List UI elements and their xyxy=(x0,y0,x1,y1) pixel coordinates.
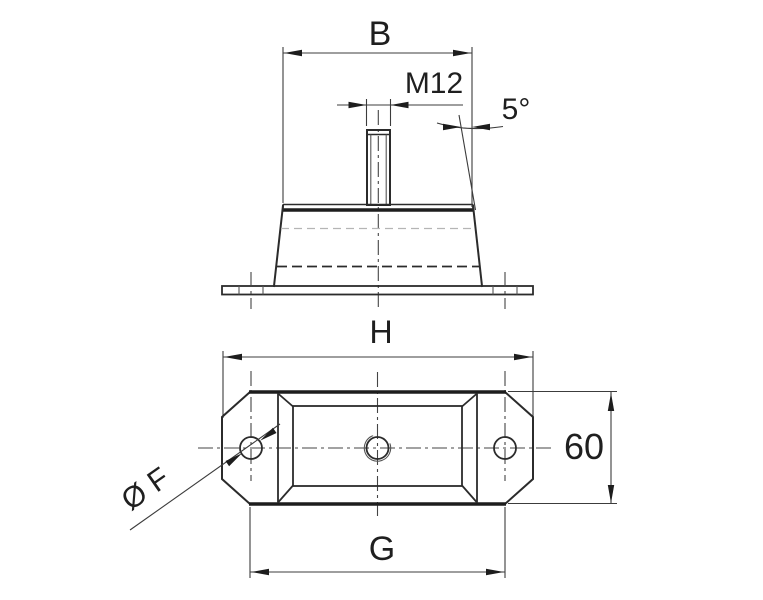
angle-reference-sloped xyxy=(458,114,477,211)
base-flange-side xyxy=(221,272,534,309)
arrowhead xyxy=(224,353,242,361)
arrowhead xyxy=(348,101,367,109)
side-view xyxy=(221,110,534,309)
arrowhead xyxy=(443,123,461,131)
leader-line xyxy=(129,423,281,531)
dimension-label-h: H xyxy=(369,314,392,350)
left-bolt-hole xyxy=(239,436,263,460)
dimension-g: G xyxy=(249,507,506,578)
center-threaded-hole xyxy=(365,436,390,460)
arrowhead xyxy=(390,101,409,109)
dimension-b: B xyxy=(282,15,473,207)
dimension-label-flange-width: 60 xyxy=(564,426,604,467)
arrowhead xyxy=(607,393,615,411)
arrowhead xyxy=(225,453,242,467)
dimension-h: H xyxy=(222,314,534,418)
dimension-label-hole-diameter: Ø F xyxy=(116,461,176,517)
dimension-label-angle: 5° xyxy=(502,93,531,126)
arrowhead xyxy=(453,49,471,57)
arrowhead xyxy=(260,427,277,441)
arrowhead xyxy=(251,568,269,576)
body-projection xyxy=(277,392,478,504)
angle-arc xyxy=(436,122,504,130)
arrowhead xyxy=(607,485,615,503)
right-bolt-hole xyxy=(493,436,517,460)
dimension-label-b: B xyxy=(369,15,392,53)
arrowhead xyxy=(486,568,504,576)
dimension-60: 60 xyxy=(508,390,617,505)
dimension-angle: 5° xyxy=(436,93,531,211)
arrowhead xyxy=(284,49,302,57)
conical-body xyxy=(272,204,484,288)
arrowhead xyxy=(514,353,532,361)
plan-view xyxy=(198,371,552,516)
dimension-hole-diameter: Ø F xyxy=(116,423,281,531)
dimension-thread-m12: M12 xyxy=(337,67,463,126)
dimension-label-thread: M12 xyxy=(405,67,463,100)
dimension-label-g: G xyxy=(369,530,395,568)
arrowhead xyxy=(472,123,490,131)
